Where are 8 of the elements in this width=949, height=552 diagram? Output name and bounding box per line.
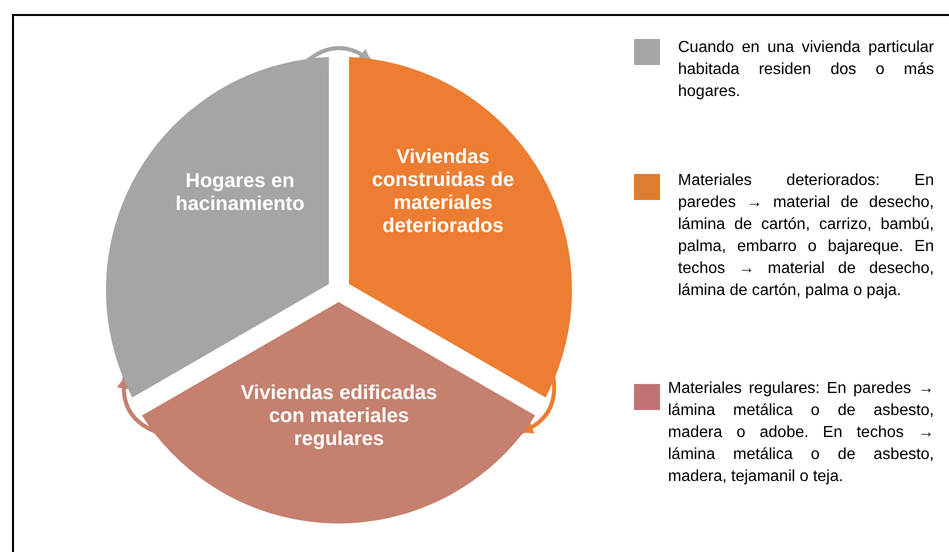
- legend-text: Materiales deteriorados: En paredes → material de desecho, lámina de cartón, carrizo, bambú, palma, embarro o bajareque. En techos → material de desecho, lámina de cartón, palma o paja.: [678, 171, 934, 301]
- segment-label: Viviendas construidas de materiales deteriorados: [370, 146, 516, 238]
- legend-text: Materiales regulares: En paredes → lámina metálica o de asbesto, madera o adobe. En techos → lámina metálica o de asbesto, madera, tejamanil o teja.: [668, 379, 934, 487]
- segment-label: Hogares en hacinamiento: [174, 170, 305, 216]
- segment-label: Viviendas edificadas con materiales regulares: [240, 382, 438, 451]
- cycle-arrow: [520, 376, 556, 434]
- cycle-segment: [142, 302, 536, 523]
- legend-text: Cuando en una vivienda particular habitada residen dos o más hogares.: [678, 38, 934, 102]
